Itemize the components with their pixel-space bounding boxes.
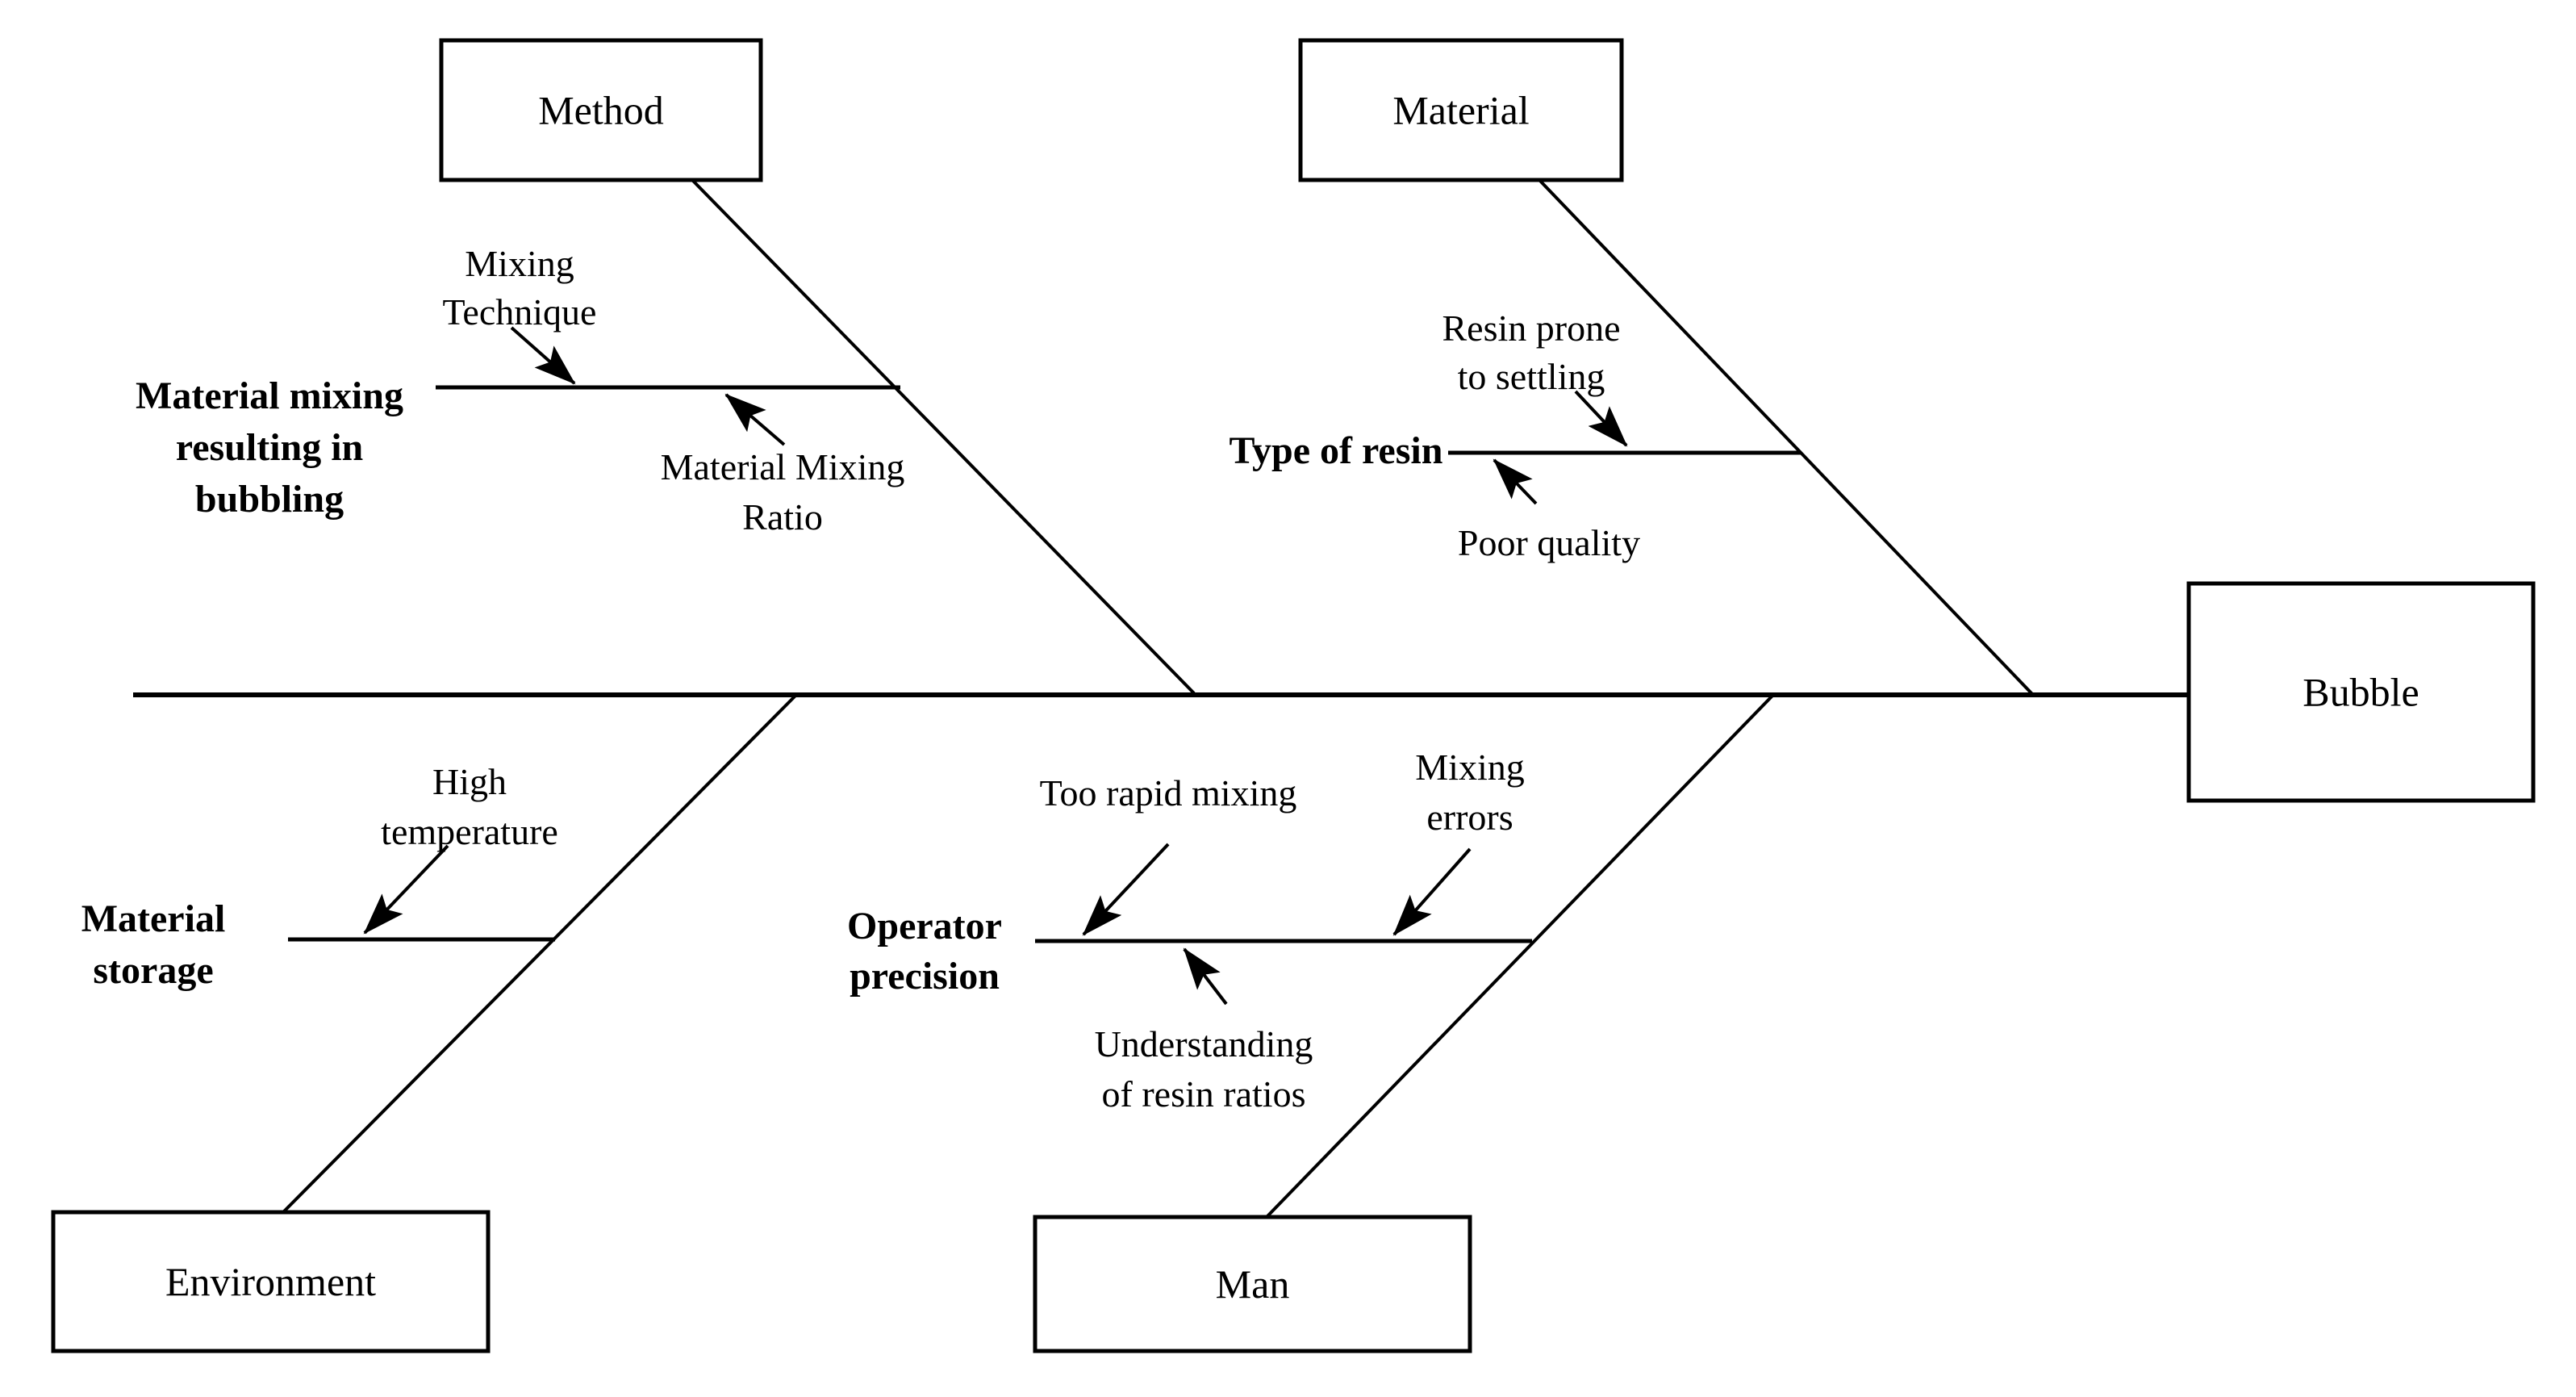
mixing-technique-label-line: Mixing	[465, 243, 574, 284]
mixing-errors-label-line: errors	[1426, 797, 1513, 838]
type-of-resin-label-line: Type of resin	[1230, 429, 1443, 472]
man-bone-line	[1265, 693, 1775, 1219]
method-bone-line	[691, 178, 1196, 695]
resin-prone-to-settling-label: Resin prone to settling	[1442, 307, 1620, 397]
understanding-resin-arrow	[1183, 947, 1228, 1006]
method-box-label: Method	[538, 88, 664, 133]
operator-precision-label: Operator precision	[847, 905, 1002, 998]
material-mixing-bubbling-label-line: resulting in	[176, 426, 364, 469]
man-box-label: Man	[1216, 1261, 1290, 1307]
material-mixing-bubbling-label-line: Material mixing	[136, 374, 403, 417]
method-box-rect	[439, 38, 763, 182]
method-box: Method	[439, 38, 763, 182]
material-box: Material	[1298, 38, 1624, 182]
poor-quality-arrow	[1493, 458, 1538, 505]
material-box-rect	[1298, 38, 1624, 182]
material-storage-label: Material storage	[81, 897, 226, 992]
environment-box: Environment	[51, 1210, 491, 1353]
man-box: Man	[1033, 1215, 1472, 1353]
too-rapid-mixing-label-line: Too rapid mixing	[1040, 772, 1297, 814]
high-temperature-label-line: temperature	[381, 811, 558, 852]
material-box-label: Material	[1392, 88, 1529, 133]
resin-prone-arrow	[1574, 390, 1628, 447]
material-storage-label-line: storage	[93, 949, 213, 992]
too-rapid-mixing-label: Too rapid mixing	[1040, 772, 1297, 814]
environment-box-rect	[51, 1210, 491, 1353]
bubble-box: Bubble	[2186, 581, 2536, 803]
material-mixing-bubbling-label: Material mixing resulting in bubbling	[136, 374, 403, 521]
poor-quality-label-line: Poor quality	[1458, 522, 1640, 563]
poor-quality-label: Poor quality	[1458, 522, 1640, 563]
mixing-errors-label: Mixing errors	[1415, 747, 1524, 838]
operator-precision-label-line: Operator	[847, 905, 1002, 947]
high-temperature-label-line: High	[432, 761, 507, 802]
material-mixing-ratio-label-line: Material Mixing	[661, 446, 905, 487]
material-mixing-bubbling-label-line: bubbling	[195, 478, 344, 521]
bubble-box-rect	[2186, 581, 2536, 803]
material-storage-label-line: Material	[81, 897, 226, 940]
operator-precision-label-line: precision	[850, 955, 1000, 998]
too-rapid-mixing-arrow	[1082, 843, 1170, 936]
understanding-resin-label-line: Understanding	[1095, 1023, 1313, 1064]
resin-prone-to-settling-label-line: Resin prone	[1442, 307, 1620, 349]
mixing-technique-arrow	[510, 326, 576, 385]
material-mixing-ratio-label-line: Ratio	[742, 496, 823, 537]
resin-prone-to-settling-label-line: to settling	[1458, 356, 1605, 397]
man-box-rect	[1033, 1215, 1472, 1353]
understanding-resin-label-line: of resin ratios	[1102, 1073, 1306, 1115]
high-temperature-arrow	[363, 844, 449, 935]
understanding-resin-label: Understanding of resin ratios	[1095, 1023, 1313, 1115]
mixing-technique-label-line: Technique	[443, 291, 597, 333]
mixing-errors-arrow	[1392, 847, 1472, 936]
high-temperature-label: High temperature	[381, 761, 558, 852]
bubble-box-label: Bubble	[2303, 670, 2419, 715]
type-of-resin-label: Type of resin	[1230, 429, 1443, 472]
mixing-errors-label-line: Mixing	[1415, 747, 1524, 788]
material-bone-line	[1538, 178, 2035, 696]
environment-box-label: Environment	[165, 1259, 376, 1304]
material-mixing-ratio-arrow	[724, 393, 786, 446]
environment-bone-line	[282, 693, 798, 1214]
